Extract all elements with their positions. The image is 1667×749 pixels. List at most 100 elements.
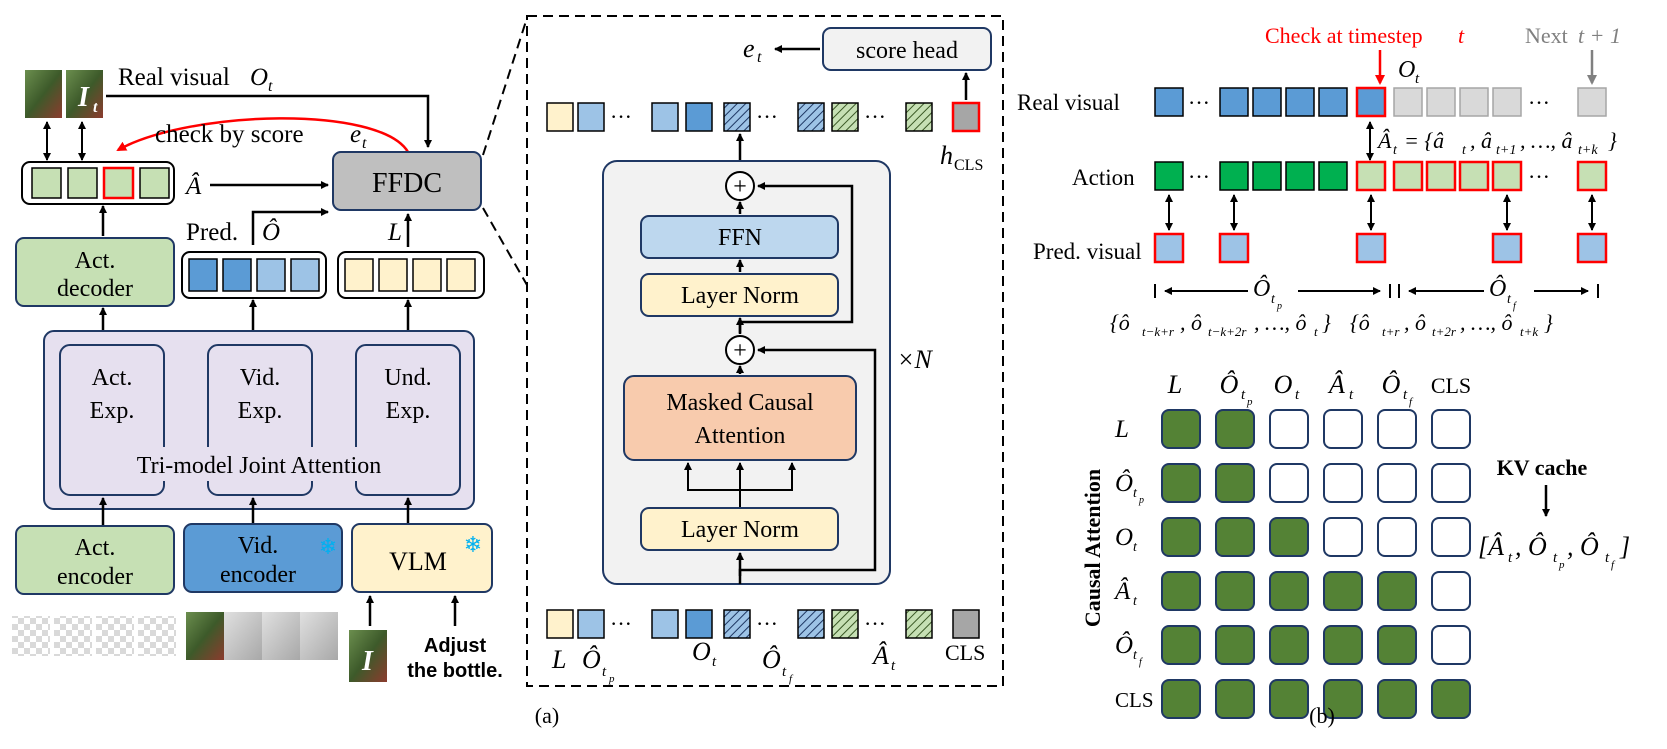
svg-text:, …, â: , …, â bbox=[1520, 128, 1573, 153]
vlm-label: VLM bbox=[389, 547, 447, 576]
joint-attention-label: Tri-model Joint Attention bbox=[137, 453, 381, 479]
attention-cell-masked bbox=[1377, 463, 1417, 503]
attention-matrix bbox=[1161, 409, 1471, 719]
matrix-header-sub: t bbox=[1403, 387, 1408, 403]
o-hat-tf-label: Ô bbox=[1489, 275, 1506, 302]
attention-cell-visible bbox=[1323, 571, 1363, 611]
attention-cell-masked bbox=[1431, 463, 1471, 503]
svg-text:+: + bbox=[733, 338, 747, 364]
attention-cell-masked bbox=[1269, 409, 1309, 449]
real-visual-row: ··· ··· bbox=[1154, 86, 1607, 118]
attention-cell-visible bbox=[1161, 409, 1201, 449]
matrix-header-sub: t bbox=[1349, 387, 1354, 403]
vid-exp-line2: Exp. bbox=[238, 398, 283, 424]
svg-text:, …, ô: , …, ô bbox=[1254, 310, 1307, 335]
checkerboard-icon bbox=[54, 616, 92, 656]
svg-text:, …, ô: , …, ô bbox=[1460, 310, 1513, 335]
thumb-letter: I bbox=[361, 646, 374, 677]
vid-exp-line1: Vid. bbox=[240, 365, 281, 391]
bottom-label-o-hat-tf: Ô bbox=[762, 645, 781, 674]
matrix-row-label-sub: t bbox=[1133, 594, 1138, 609]
attention-cell-visible bbox=[1431, 679, 1471, 719]
masked-attention-line2: Attention bbox=[695, 423, 786, 449]
layer-norm-bottom-label: Layer Norm bbox=[681, 517, 799, 543]
score-head-label: score head bbox=[856, 38, 958, 64]
layer-norm-bottom bbox=[640, 507, 839, 551]
image-thumbnail-icon bbox=[66, 70, 103, 118]
caption-a: (a) bbox=[535, 703, 559, 728]
bottom-label-o-t: O bbox=[692, 637, 711, 666]
pred-arrow bbox=[251, 208, 329, 245]
attention-cell-visible bbox=[1269, 679, 1309, 719]
next-label: Next bbox=[1525, 23, 1568, 48]
matrix-header-sub: f bbox=[1409, 396, 1414, 408]
attention-cell-masked bbox=[1377, 517, 1417, 557]
attention-cell-masked bbox=[1431, 625, 1471, 665]
svg-text:···: ··· bbox=[610, 104, 632, 129]
svg-text:}: } bbox=[1544, 310, 1553, 335]
act-encoder-line2: encoder bbox=[57, 564, 133, 590]
svg-text:p: p bbox=[1276, 301, 1282, 312]
matrix-header-sub: t bbox=[1241, 387, 1246, 403]
matrix-header: Â bbox=[1327, 370, 1345, 399]
svg-text:, ô: , ô bbox=[1180, 310, 1202, 335]
svg-text:···: ··· bbox=[1188, 90, 1210, 115]
svg-text:, â: , â bbox=[1470, 128, 1492, 153]
svg-text:···: ··· bbox=[1528, 164, 1550, 189]
svg-text:t: t bbox=[1605, 550, 1610, 566]
panel-b-top: Check at timestep t Next t + 1 O t Real … bbox=[1017, 23, 1621, 339]
svg-text:t: t bbox=[1553, 550, 1558, 566]
h-cls-sub: CLS bbox=[954, 157, 983, 174]
real-visual-sub: t bbox=[268, 78, 273, 95]
attention-cell-visible bbox=[1215, 625, 1255, 665]
real-visual-var: O bbox=[250, 64, 268, 91]
pred-o-hat: Ô bbox=[262, 218, 280, 246]
attention-cell-visible bbox=[1215, 409, 1255, 449]
attention-cell-visible bbox=[1377, 625, 1417, 665]
a-hat-set-var: Â bbox=[1376, 128, 1392, 153]
svg-text:p: p bbox=[1558, 559, 1565, 571]
kv-cache-label: KV cache bbox=[1497, 455, 1588, 480]
checkerboard-icon bbox=[12, 616, 50, 656]
attention-cell-masked bbox=[1323, 517, 1363, 557]
image-thumbnail-icon bbox=[349, 630, 387, 682]
residual-add bbox=[725, 335, 755, 365]
attention-cell-visible bbox=[1161, 679, 1201, 719]
bottom-label-l: L bbox=[551, 645, 566, 674]
check-score-arrow bbox=[116, 117, 410, 153]
attention-cell-visible bbox=[1161, 571, 1201, 611]
thumb-sub: t bbox=[93, 99, 98, 116]
attention-cell-masked bbox=[1323, 463, 1363, 503]
matrix-header: CLS bbox=[1431, 373, 1471, 398]
svg-text:}: } bbox=[1608, 128, 1617, 153]
svg-text:f: f bbox=[789, 673, 794, 685]
attention-cell-visible bbox=[1269, 625, 1309, 665]
thumb-letter: I bbox=[77, 82, 90, 113]
svg-text:f: f bbox=[1611, 559, 1616, 571]
svg-text:t: t bbox=[782, 664, 787, 680]
checkerboard-icon bbox=[138, 616, 176, 656]
bottom-label-a-hat-t: Â bbox=[871, 641, 889, 670]
o-hat-tp-item-1: t−k+2r bbox=[1208, 324, 1247, 339]
attention-cell-visible bbox=[1161, 517, 1201, 557]
snowflake-icon: ❄ bbox=[464, 532, 482, 557]
o-hat-tf-item-1: t+2r bbox=[1432, 324, 1457, 339]
real-visual-arrow bbox=[106, 94, 432, 148]
matrix-row-label-sub: t bbox=[1133, 486, 1138, 501]
matrix-header-sub: p bbox=[1246, 396, 1253, 408]
ffn-label: FFN bbox=[718, 225, 762, 251]
times-n-label: ×N bbox=[897, 345, 934, 374]
vid-encoder-line1: Vid. bbox=[238, 533, 279, 559]
svg-text:]: ] bbox=[1619, 532, 1630, 561]
e-t-sub: t bbox=[757, 49, 762, 66]
check-score-var: e bbox=[350, 121, 361, 148]
o-t-sub: t bbox=[1415, 71, 1420, 87]
instruction-line2: the bottle. bbox=[407, 660, 503, 682]
svg-text:p: p bbox=[608, 673, 615, 685]
matrix-header: Ô bbox=[1220, 370, 1239, 399]
h-cls-var: h bbox=[940, 141, 953, 170]
matrix-header: L bbox=[1167, 370, 1182, 399]
a-hat-label: Â bbox=[184, 172, 202, 200]
